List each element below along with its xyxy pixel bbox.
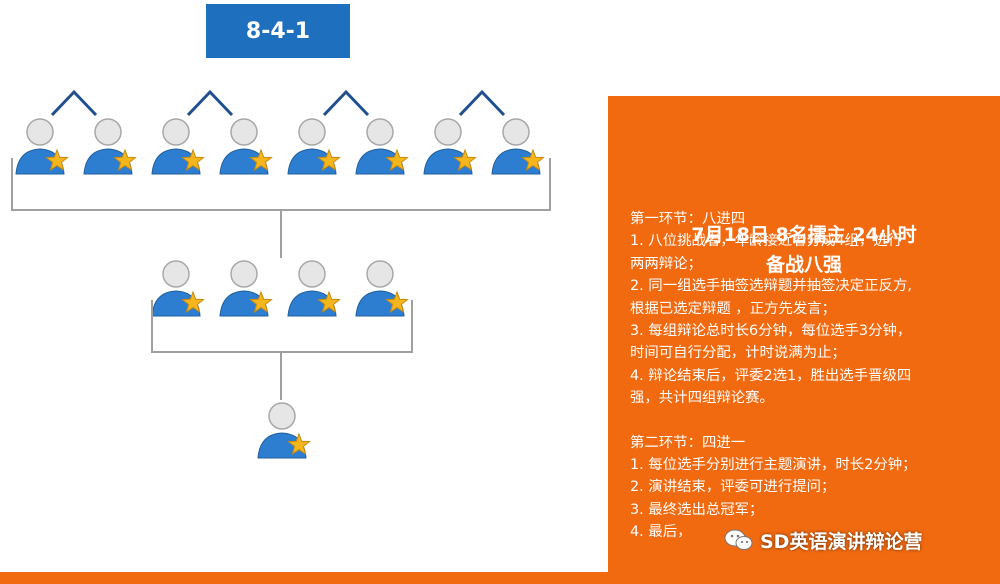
user-star-icon — [15, 118, 69, 175]
watermark-text: SD英语演讲辩论营 — [760, 530, 923, 553]
pairing-chevron — [322, 89, 370, 117]
bracket-diagram — [11, 89, 551, 459]
user-star-icon — [287, 118, 341, 175]
user-star-icon — [219, 118, 273, 175]
pairing-chevron — [50, 89, 98, 117]
panel-title-line1: 7月18日 8名擂主 24小时 — [691, 224, 917, 246]
section1-line: 4. 辩论结束后，评委2选1，胜出选手晋级四 — [630, 367, 912, 384]
user-star-icon — [355, 260, 409, 317]
section2-heading: 第二环节：四进一 — [630, 434, 746, 451]
user-star-icon — [219, 260, 273, 317]
user-star-icon — [355, 118, 409, 175]
section2-line: 4. 最后， — [630, 524, 692, 541]
section-gap — [630, 410, 998, 432]
bottom-bar — [0, 572, 1000, 584]
user-star-icon — [287, 260, 341, 317]
wechat-icon — [724, 529, 753, 550]
section1-line: 3. 每组辩论总时长6分钟，每位选手3分钟， — [630, 323, 912, 340]
section1-line: 1. 八位挑战者，年龄接近者分成4组，进行 — [630, 233, 903, 250]
pairing-chevron — [186, 89, 234, 117]
pairing-chevron — [458, 89, 506, 117]
title-label: 8-4-1 — [245, 18, 311, 44]
section1-line: 根据已选定辩题 ，正方先发言； — [630, 300, 837, 317]
rules-panel: 7月18日 8名擂主 24小时 备战八强 第一环节：八进四 1. 八位挑战者，年… — [608, 96, 1000, 572]
section2-line: 1. 每位选手分别进行主题演讲，时长2分钟； — [630, 457, 917, 474]
section1-line: 强，共计四组辩论赛。 — [630, 390, 774, 407]
user-star-icon — [83, 118, 137, 175]
user-star-icon — [257, 402, 311, 459]
section1-heading: 第一环节：八进四 — [630, 211, 746, 227]
section1-line: 两两辩论； — [630, 255, 702, 272]
title-box: 8-4-1 — [206, 4, 350, 58]
section2-line: 3. 最终选出总冠军； — [630, 501, 764, 518]
panel-title-line2: 备战八强 — [765, 254, 842, 276]
user-star-icon — [491, 118, 545, 175]
user-star-icon — [423, 118, 477, 175]
section1-line: 2. 同一组选手抽签选辩题并抽签决定正反方, — [630, 278, 912, 295]
watermark: SD英语演讲辩论营 — [724, 524, 922, 556]
section1-line: 时间可自行分配，计时说满为止； — [630, 345, 846, 362]
user-star-icon — [151, 118, 205, 175]
section2-line: 2. 演讲结束，评委可进行提问； — [630, 479, 836, 496]
panel-body: 第一环节：八进四 1. 八位挑战者，年龄接近者分成4组，进行 两两辩论； 2. … — [630, 208, 998, 544]
user-star-icon — [151, 260, 205, 317]
